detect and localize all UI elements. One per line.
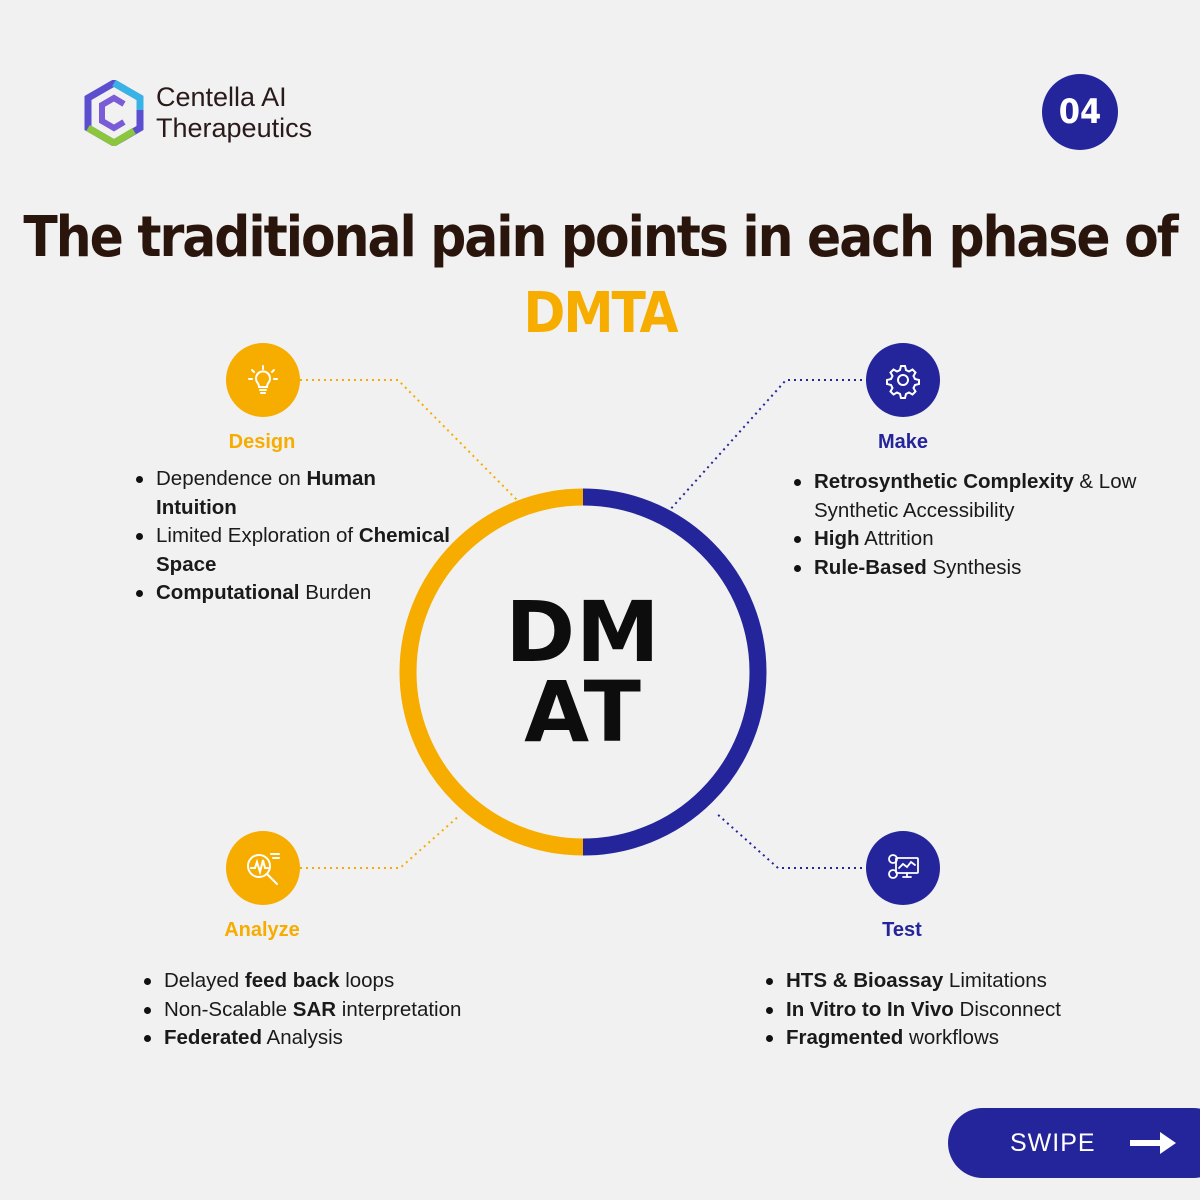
test-connector (715, 812, 868, 869)
design-point-3: Computational Burden (136, 579, 456, 608)
analyze-point-3: Federated Analysis (144, 1024, 564, 1053)
design-point-1: Dependence on Human Intuition (136, 465, 456, 522)
hexagon-logo-icon (84, 78, 144, 148)
make-point-1: Retrosynthetic Complexity & Low Syntheti… (794, 468, 1164, 525)
analyze-point-2: Non-Scalable SAR interpretation (144, 996, 564, 1025)
analyze-point-2-segment-1: Non-Scalable (164, 997, 293, 1021)
arrow-right-icon (1129, 1132, 1176, 1154)
title-main: The traditional pain points in each phas… (23, 205, 1178, 270)
test-point-2-segment-1: In Vitro to In Vivo (786, 997, 954, 1021)
brand-line-1: Centella AI (156, 82, 287, 112)
brand-name: Centella AI Therapeutics (156, 82, 312, 144)
test-point-1-segment-1: HTS & Bioassay (786, 969, 944, 992)
title-accent: DMTA (523, 281, 679, 346)
analyze-point-2-segment-3: interpretation (336, 997, 462, 1021)
analyze-point-1-segment-1: Delayed (164, 969, 245, 992)
brand-logo (84, 78, 144, 148)
make-point-3: Rule-Based Synthesis (794, 554, 1164, 583)
test-point-3: Fragmented workflows (766, 1024, 1146, 1053)
swipe-button[interactable]: SWIPE (948, 1108, 1200, 1178)
design-label: Design (228, 431, 296, 453)
design-icon-badge (226, 343, 300, 417)
make-point-2-segment-1: High (814, 527, 860, 550)
make-point-1-segment-1: Retrosynthetic Complexity (814, 470, 1074, 493)
analyze-point-1-segment-2: feed back (244, 969, 340, 992)
page-title: The traditional pain points in each phas… (0, 200, 1200, 352)
make-icon-badge (866, 343, 940, 417)
make-point-1-segment-2: & Low Synthetic Accessibility (814, 470, 1137, 522)
page-number-badge: 04 (1042, 74, 1118, 150)
center-line-1: DM (505, 583, 661, 681)
test-point-2-segment-2: Disconnect (953, 997, 1061, 1021)
analyze-label: Analyze (224, 919, 300, 941)
analyze-point-3-segment-2: Analysis (261, 1026, 343, 1049)
test-point-2: In Vitro to In Vivo Disconnect (766, 996, 1146, 1025)
lightbulb-icon (248, 365, 278, 394)
ring-right-half (582, 488, 767, 856)
make-label: Make (877, 431, 929, 453)
design-point-2-segment-1: Limited Exploration of (156, 524, 359, 547)
analyze-point-1: Delayed feed back loops (144, 967, 564, 996)
make-point-3-segment-2: Synthesis (926, 555, 1022, 579)
analyze-point-2-segment-2: SAR (292, 997, 337, 1021)
design-point-2-segment-2: Chemical Space (156, 524, 450, 576)
design-point-3-segment-1: Computational (156, 581, 300, 604)
design-point-1-segment-1: Dependence on (156, 467, 307, 490)
gear-icon (886, 365, 920, 399)
design-connector (300, 379, 521, 504)
test-label: Test (882, 919, 922, 941)
magnifier-chart-icon (247, 853, 280, 885)
test-point-1: HTS & Bioassay Limitations (766, 967, 1146, 996)
test-point-1-segment-2: Limitations (943, 969, 1047, 992)
make-point-3-segment-1: Rule-Based (814, 555, 927, 579)
ring-left-half (399, 488, 584, 856)
design-point-3-segment-2: Burden (299, 581, 372, 604)
analyze-connector (300, 814, 461, 869)
analyze-icon-badge (226, 831, 300, 905)
make-point-2: High Attrition (794, 525, 1164, 554)
monitor-gears-icon (888, 854, 919, 879)
swipe-label: SWIPE (1010, 1128, 1096, 1157)
test-point-3-segment-2: workflows (903, 1026, 1000, 1049)
analyze-point-3-segment-1: Federated (164, 1026, 262, 1049)
brand-line-2: Therapeutics (156, 113, 313, 143)
test-point-3-segment-1: Fragmented (786, 1026, 904, 1049)
center-line-2: AT (524, 663, 642, 761)
test-icon-badge (866, 831, 940, 905)
design-point-2: Limited Exploration of Chemical Space (136, 522, 456, 579)
dmta-center-label: DM AT (460, 583, 706, 761)
analyze-point-1-segment-3: loops (339, 969, 395, 992)
make-points: Retrosynthetic Complexity & Low Syntheti… (790, 468, 1164, 582)
make-point-2-segment-2: Attrition (859, 527, 934, 550)
design-point-1-segment-2: Human Intuition (156, 467, 376, 519)
